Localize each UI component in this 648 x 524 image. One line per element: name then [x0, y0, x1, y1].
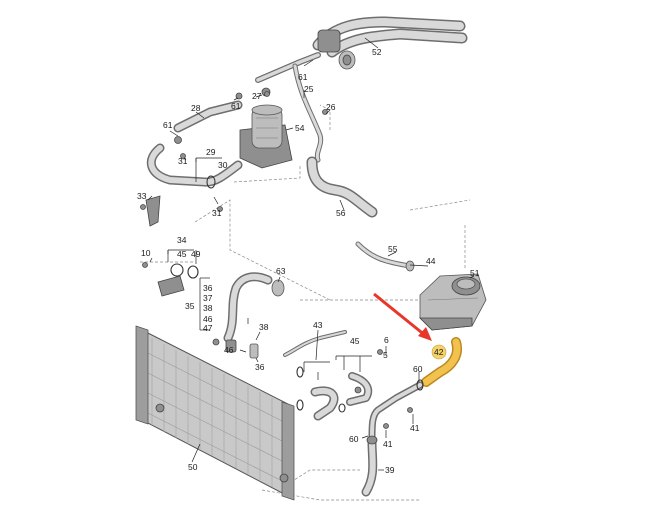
part-52-heater-hoses: [312, 16, 468, 70]
label-6: 6: [384, 335, 389, 345]
label-52: 52: [372, 47, 382, 57]
label-38-left: 38: [203, 303, 213, 313]
label-55: 55: [388, 244, 398, 254]
coolant-pipe-upper: [255, 52, 324, 163]
label-61-top: 61: [298, 72, 308, 82]
label-45-left: 45: [177, 249, 187, 259]
label-56: 56: [336, 208, 346, 218]
label-46-left: 46: [203, 314, 213, 324]
label-35: 35: [185, 301, 195, 311]
dashed-reference-lines: [140, 104, 471, 501]
part-56-hose: [306, 156, 378, 218]
label-31-upper: 31: [178, 156, 188, 166]
label-27: 27: [252, 91, 262, 101]
label-26: 26: [326, 102, 336, 112]
label-30: 30: [218, 160, 228, 170]
label-39: 39: [385, 465, 395, 475]
label-36-left: 36: [203, 283, 213, 293]
part-54-oil-filter-housing: [239, 87, 293, 169]
label-49: 49: [191, 249, 201, 259]
label-50: 50: [188, 462, 198, 472]
label-43: 43: [313, 320, 323, 330]
label-28: 28: [191, 103, 201, 113]
label-61-far-left: 61: [163, 120, 173, 130]
part-45-hose-group: [296, 366, 373, 421]
label-10: 10: [141, 248, 151, 258]
label-42: 42: [434, 347, 444, 357]
label-5: 5: [383, 350, 388, 360]
part-55-pipe: [355, 241, 415, 272]
label-47: 47: [203, 323, 213, 333]
label-36-right: 36: [255, 362, 265, 372]
label-51: 51: [470, 268, 480, 278]
label-31-lower: 31: [212, 208, 222, 218]
label-46-right: 46: [224, 345, 234, 355]
label-33: 33: [137, 191, 147, 201]
label-41-center: 41: [383, 439, 393, 449]
part-43-pipe: [283, 330, 347, 357]
part-38-sensor: [225, 339, 259, 359]
label-37: 37: [203, 293, 213, 303]
part-39-lower-hose: [361, 379, 424, 497]
label-42-highlight: 42: [431, 344, 447, 360]
label-63: 63: [276, 266, 286, 276]
label-25: 25: [304, 84, 314, 94]
part-50-radiator: [135, 325, 295, 501]
label-61-left: 61: [231, 101, 241, 111]
label-45-right: 45: [350, 336, 360, 346]
label-41-right: 41: [410, 423, 420, 433]
callout-labels: 52 61 25 26 27 61 28 61 54 31 29 30 33 3…: [137, 47, 480, 475]
label-60-lower: 60: [349, 434, 359, 444]
part-42-highlighted-hose: [421, 337, 462, 387]
part-33-bracket: [145, 195, 161, 227]
label-38-right: 38: [259, 322, 269, 332]
part-29-hose: [146, 143, 243, 189]
part-34-fitting-group: [157, 263, 199, 297]
label-54: 54: [295, 123, 305, 133]
part-28-hose: [173, 100, 243, 133]
part-47-hose: [223, 272, 285, 343]
label-29: 29: [206, 147, 216, 157]
label-60-right: 60: [413, 364, 423, 374]
label-34: 34: [177, 235, 187, 245]
leader-lines: [147, 37, 475, 471]
label-44: 44: [426, 256, 436, 266]
part-51-expansion-tank: [419, 273, 487, 331]
red-pointer-arrow: [373, 292, 432, 341]
screws-and-clips: [140, 91, 413, 429]
